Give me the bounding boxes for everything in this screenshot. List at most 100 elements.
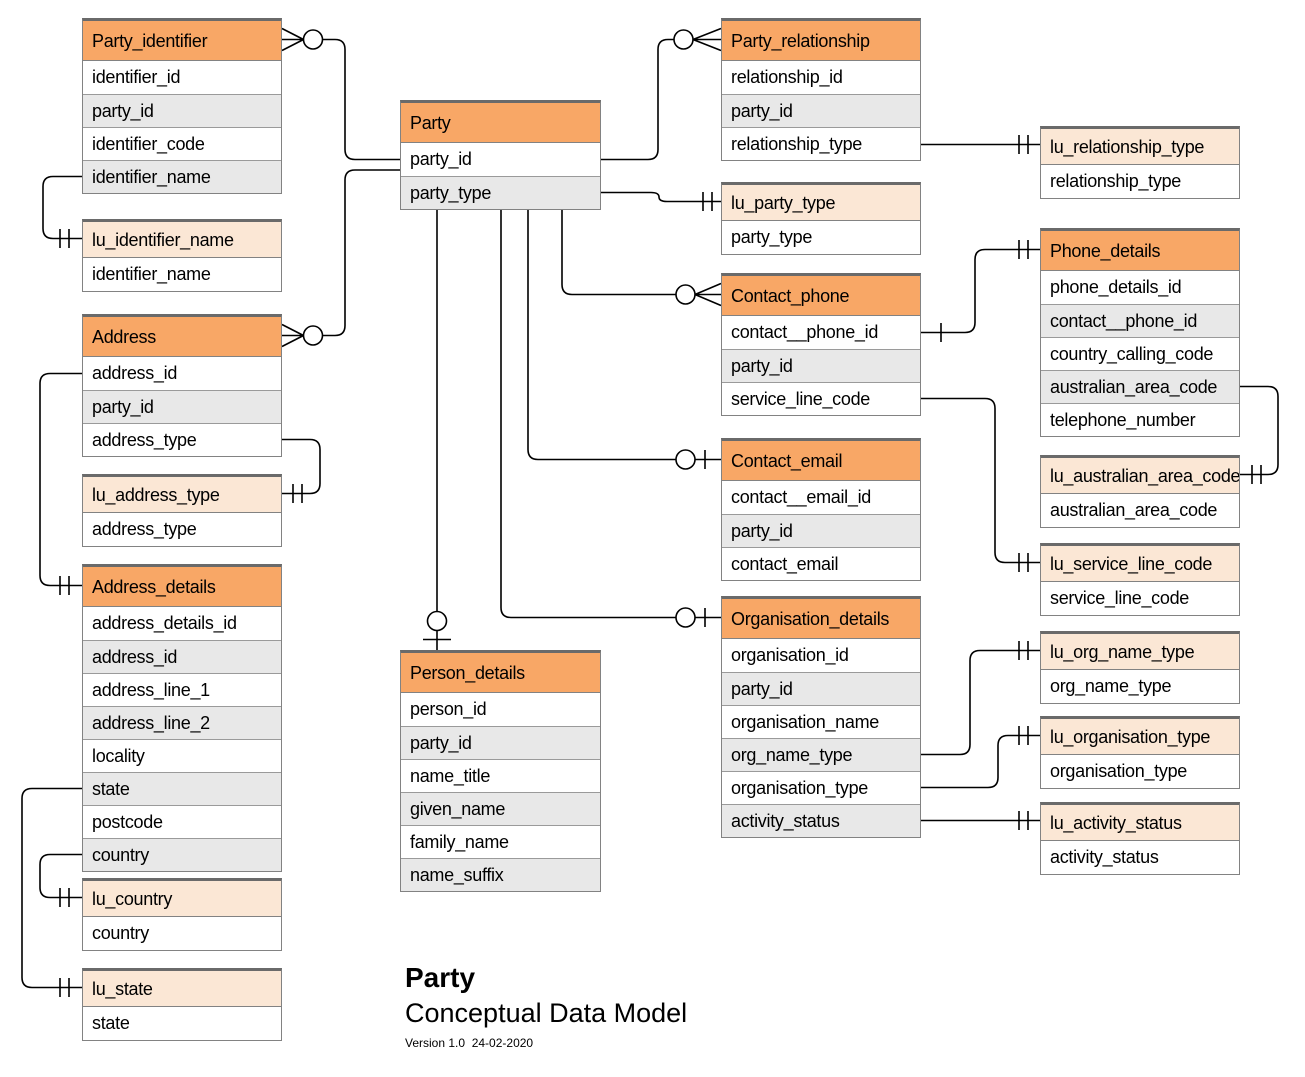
entity-address-details-title: Address_details bbox=[83, 567, 281, 607]
connector-party-identifier-party bbox=[281, 27, 400, 161]
lookup-lu-relationship-type[interactable]: lu_relationship_type relationship_type bbox=[1040, 126, 1240, 199]
lookup-lu-activity-status[interactable]: lu_activity_status activity_status bbox=[1040, 802, 1240, 875]
lookup-lu-org-name-type-title: lu_org_name_type bbox=[1041, 634, 1239, 670]
field: contact_email bbox=[722, 547, 920, 580]
title-block: Party Conceptual Data Model Version 1.0 … bbox=[405, 962, 687, 1050]
field: activity_status bbox=[1041, 841, 1239, 874]
field: organisation_type bbox=[1041, 755, 1239, 788]
connector-address-party bbox=[281, 169, 400, 348]
entity-phone-details-title: Phone_details bbox=[1041, 231, 1239, 271]
entity-organisation-details[interactable]: Organisation_details organisation_id par… bbox=[721, 596, 921, 838]
field: relationship_type bbox=[1041, 165, 1239, 198]
lookup-lu-address-type-title: lu_address_type bbox=[83, 477, 281, 513]
field: party_id bbox=[401, 143, 600, 176]
connector-contact-phone-phone-details bbox=[921, 240, 1040, 342]
lookup-lu-service-line-code[interactable]: lu_service_line_code service_line_code bbox=[1040, 543, 1240, 616]
entity-phone-details[interactable]: Phone_details phone_details_id contact__… bbox=[1040, 228, 1240, 437]
lookup-lu-state[interactable]: lu_state state bbox=[82, 968, 282, 1041]
field: address_line_1 bbox=[83, 673, 281, 706]
connector-address-address-details bbox=[39, 372, 82, 595]
connector-party-party-relationship bbox=[601, 27, 722, 161]
lookup-lu-party-type-title: lu_party_type bbox=[722, 185, 920, 221]
connector-party-person-details bbox=[423, 209, 451, 650]
diagram-subtitle: Conceptual Data Model bbox=[405, 998, 688, 1028]
field: party_id bbox=[722, 514, 920, 547]
field: postcode bbox=[83, 805, 281, 838]
entity-contact-email[interactable]: Contact_email contact__email_id party_id… bbox=[721, 438, 921, 581]
entity-party[interactable]: Party party_id party_type bbox=[400, 100, 601, 210]
field: name_suffix bbox=[401, 858, 600, 891]
field: organisation_name bbox=[722, 705, 920, 738]
field: relationship_id bbox=[722, 61, 920, 94]
connector-organisation-details-lu-activity-status bbox=[921, 811, 1040, 830]
connector-address-details-lu-state bbox=[21, 787, 82, 997]
lookup-lu-organisation-type[interactable]: lu_organisation_type organisation_type bbox=[1040, 716, 1240, 789]
entity-party-identifier[interactable]: Party_identifier identifier_id party_id … bbox=[82, 18, 282, 194]
field: party_type bbox=[722, 221, 920, 254]
field: contact__phone_id bbox=[1041, 304, 1239, 337]
field: country bbox=[83, 917, 281, 950]
field: service_line_code bbox=[1041, 582, 1239, 615]
connector-address-lu-address-type bbox=[282, 438, 321, 503]
lookup-lu-activity-status-title: lu_activity_status bbox=[1041, 805, 1239, 841]
entity-party-title: Party bbox=[401, 103, 600, 143]
lookup-lu-party-type[interactable]: lu_party_type party_type bbox=[721, 182, 921, 255]
field: party_id bbox=[83, 390, 281, 423]
connector-phone-details-lu-australian-area-code bbox=[1240, 385, 1279, 484]
lookup-lu-australian-area-code-title: lu_australian_area_code bbox=[1041, 458, 1239, 494]
field: service_line_code bbox=[722, 382, 920, 415]
field: name_title bbox=[401, 759, 600, 792]
entity-contact-phone[interactable]: Contact_phone contact__phone_id party_id… bbox=[721, 273, 921, 416]
diagram-title: Party bbox=[405, 962, 476, 993]
lookup-lu-identifier-name-title: lu_identifier_name bbox=[83, 222, 281, 258]
connector-address-details-lu-country bbox=[39, 853, 82, 907]
field: contact__phone_id bbox=[722, 316, 920, 349]
field: address_details_id bbox=[83, 607, 281, 640]
diagram-version: Version 1.0 24-02-2020 bbox=[405, 1036, 534, 1050]
connector-party-contact-phone bbox=[561, 209, 722, 307]
entity-person-details[interactable]: Person_details person_id party_id name_t… bbox=[400, 650, 601, 892]
field: telephone_number bbox=[1041, 403, 1239, 436]
lookup-lu-country[interactable]: lu_country country bbox=[82, 878, 282, 951]
field: relationship_type bbox=[722, 127, 920, 160]
field: party_id bbox=[722, 349, 920, 382]
field: address_type bbox=[83, 423, 281, 456]
field: identifier_name bbox=[83, 258, 281, 291]
field: identifier_id bbox=[83, 61, 281, 94]
connector-party-organisation-details bbox=[500, 209, 721, 628]
entity-organisation-details-title: Organisation_details bbox=[722, 599, 920, 639]
lookup-lu-australian-area-code[interactable]: lu_australian_area_code australian_area_… bbox=[1040, 455, 1240, 528]
field: country_calling_code bbox=[1041, 337, 1239, 370]
lookup-lu-org-name-type[interactable]: lu_org_name_type org_name_type bbox=[1040, 631, 1240, 704]
field: state bbox=[83, 772, 281, 805]
lookup-lu-relationship-type-title: lu_relationship_type bbox=[1041, 129, 1239, 165]
field: address_id bbox=[83, 357, 281, 390]
field: family_name bbox=[401, 825, 600, 858]
field: address_line_2 bbox=[83, 706, 281, 739]
connector-party-relationship-lu-relationship-type bbox=[921, 135, 1040, 154]
connector-party-lu-party-type bbox=[601, 191, 721, 211]
field: party_id bbox=[83, 94, 281, 127]
entity-party-relationship-title: Party_relationship bbox=[722, 21, 920, 61]
entity-contact-phone-title: Contact_phone bbox=[722, 276, 920, 316]
field: org_name_type bbox=[1041, 670, 1239, 703]
field: party_id bbox=[722, 672, 920, 705]
lookup-lu-address-type[interactable]: lu_address_type address_type bbox=[82, 474, 282, 547]
field: state bbox=[83, 1007, 281, 1040]
field: australian_area_code bbox=[1041, 370, 1239, 403]
field: contact__email_id bbox=[722, 481, 920, 514]
entity-party-relationship[interactable]: Party_relationship relationship_id party… bbox=[721, 18, 921, 161]
field: party_id bbox=[401, 726, 600, 759]
lookup-lu-identifier-name[interactable]: lu_identifier_name identifier_name bbox=[82, 219, 282, 292]
entity-party-identifier-title: Party_identifier bbox=[83, 21, 281, 61]
lookup-lu-country-title: lu_country bbox=[83, 881, 281, 917]
entity-address[interactable]: Address address_id party_id address_type bbox=[82, 314, 282, 457]
field: party_type bbox=[401, 176, 600, 209]
field: address_type bbox=[83, 513, 281, 546]
field: locality bbox=[83, 739, 281, 772]
lookup-lu-state-title: lu_state bbox=[83, 971, 281, 1007]
entity-address-details[interactable]: Address_details address_details_id addre… bbox=[82, 564, 282, 872]
connector-organisation-details-lu-organisation-type bbox=[921, 726, 1040, 789]
field: identifier_code bbox=[83, 127, 281, 160]
